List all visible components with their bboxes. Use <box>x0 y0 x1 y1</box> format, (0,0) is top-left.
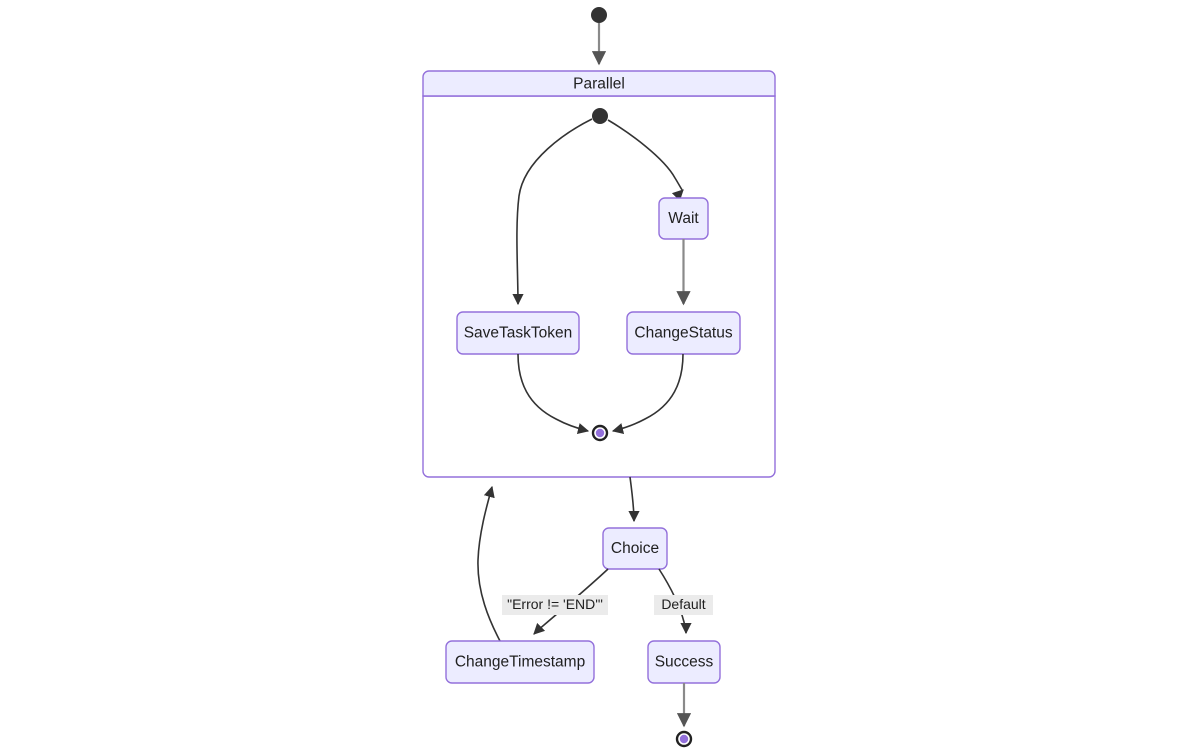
composite-title-bar <box>422 70 776 97</box>
edge-label-default: Default <box>654 595 713 615</box>
edge-choice-to-changetimestamp <box>533 568 609 635</box>
edge-parallel-to-choice <box>628 476 640 523</box>
composite-body <box>422 95 776 478</box>
outer-start-state-marker <box>591 7 607 23</box>
edge-label-error-not-end-bg <box>502 595 608 615</box>
state-node-savetasktoken[interactable]: SaveTaskToken <box>456 311 580 355</box>
state-node-changestatus[interactable]: ChangeStatus <box>626 311 741 355</box>
state-node-choice[interactable]: Choice <box>602 527 668 570</box>
state-node-success-label: Success <box>655 654 714 671</box>
composite-title-label: Parallel <box>573 76 625 93</box>
state-node-changetimestamp[interactable]: ChangeTimestamp <box>445 640 595 684</box>
state-node-changetimestamp-box[interactable] <box>445 640 595 684</box>
edge-changetimestamp-to-parallel <box>477 485 501 642</box>
state-node-wait[interactable]: Wait <box>658 197 709 240</box>
outer-end-state-marker <box>675 730 693 748</box>
state-node-savetasktoken-label: SaveTaskToken <box>464 325 573 342</box>
edge-changestatus-to-innerend <box>611 353 684 434</box>
edge-label-default-bg <box>654 595 713 615</box>
state-node-choice-label: Choice <box>611 540 659 557</box>
edge-innerstart-to-wait <box>607 119 684 202</box>
state-node-success[interactable]: Success <box>647 640 721 684</box>
inner-end-state-marker <box>591 424 609 442</box>
state-node-changestatus-label: ChangeStatus <box>634 325 732 342</box>
edge-label-default-text: Default <box>661 596 705 612</box>
edge-choice-to-success <box>658 568 692 635</box>
edge-savetasktoken-to-innerend <box>517 353 590 434</box>
edge-label-error-not-end: "Error != 'END'" <box>502 595 608 615</box>
edge-label-error-not-end-text: "Error != 'END'" <box>507 596 603 612</box>
composite-state-parallel: Parallel <box>422 70 776 478</box>
state-node-choice-box[interactable] <box>602 527 668 570</box>
state-node-wait-label: Wait <box>668 210 699 227</box>
edge-innerstart-to-savetasktoken <box>512 118 593 306</box>
state-node-changetimestamp-label: ChangeTimestamp <box>455 654 585 671</box>
inner-start-state-marker <box>592 108 608 124</box>
